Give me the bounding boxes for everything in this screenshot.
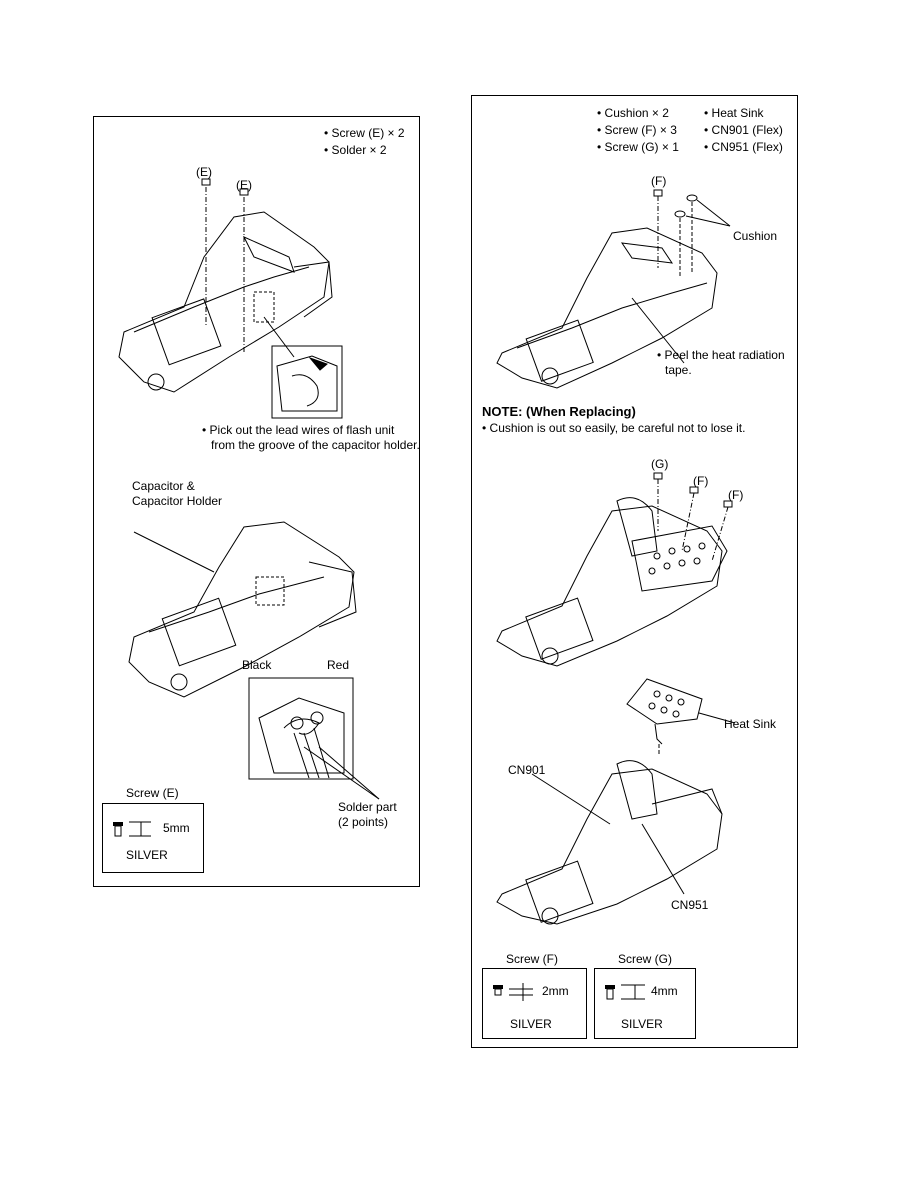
solder-label: (2 points) <box>338 815 389 829</box>
screw-finish: SILVER <box>621 1017 663 1031</box>
note-title: NOTE: (When Replacing) <box>482 404 636 419</box>
left-panel: • Screw (E) × 2 • Solder × 2 (E) (E) <box>93 116 420 887</box>
instruction-text: from the groove of the capacitor holder. <box>211 438 420 452</box>
solder-leader-lines <box>303 746 380 800</box>
lead-wire-detail-inset <box>271 345 343 419</box>
screw-icon <box>493 983 533 1001</box>
wire-red-label: Red <box>327 658 350 672</box>
screw-spec-box: 4mm SILVER <box>594 968 696 1039</box>
peel-instruction: tape. <box>665 363 692 377</box>
solder-detail-inset <box>248 677 354 780</box>
screw-label: (E) <box>196 165 212 179</box>
screw-icon <box>113 821 151 837</box>
screw-length: 5mm <box>163 821 190 835</box>
camera-illustration-connectors <box>496 760 723 925</box>
parts-list-item: • Heat Sink <box>704 106 764 120</box>
camera-illustration-heatsink-open <box>496 189 731 389</box>
camera-illustration-top <box>118 178 333 393</box>
screw-spec-title: Screw (E) <box>126 786 179 800</box>
parts-list-item: • Screw (E) × 2 <box>324 126 405 140</box>
screw-label: (G) <box>651 457 669 471</box>
parts-list-item: • CN951 (Flex) <box>704 140 783 154</box>
peel-instruction: • Peel the heat radiation <box>657 348 785 362</box>
note-text: • Cushion is out so easily, be careful n… <box>482 421 746 435</box>
parts-list-item: • CN901 (Flex) <box>704 123 783 137</box>
screw-label: (F) <box>651 174 667 188</box>
camera-illustration-screws <box>496 472 733 667</box>
heat-sink-label: Heat Sink <box>724 717 777 731</box>
cushion-label: Cushion <box>733 229 778 243</box>
screw-finish: SILVER <box>510 1017 552 1031</box>
parts-list-item: • Screw (G) × 1 <box>597 140 679 154</box>
heat-sink-part <box>626 678 703 754</box>
wire-black-label: Black <box>242 658 272 672</box>
instruction-text: • Pick out the lead wires of flash unit <box>202 423 395 437</box>
heat-sink-leader-line <box>698 712 736 724</box>
screw-length: 4mm <box>651 984 678 998</box>
screw-icon <box>605 984 645 1000</box>
screw-finish: SILVER <box>126 848 168 862</box>
screw-label: (F) <box>693 474 709 488</box>
screw-spec-title: Screw (G) <box>618 952 672 966</box>
parts-list-item: • Screw (F) × 3 <box>597 123 677 137</box>
inset-leader-line <box>263 316 295 358</box>
cn901-label: CN901 <box>508 763 546 777</box>
solder-label: Solder part <box>338 800 397 814</box>
parts-list-item: • Solder × 2 <box>324 143 387 157</box>
capacitor-label: Capacitor Holder <box>132 494 223 508</box>
screw-spec-box: 2mm SILVER <box>482 968 587 1039</box>
screw-label: (F) <box>728 488 744 502</box>
camera-illustration-bottom <box>128 521 357 698</box>
screw-spec-box: 5mm SILVER <box>102 803 204 873</box>
screw-length: 2mm <box>542 984 569 998</box>
cn951-label: CN951 <box>671 898 709 912</box>
capacitor-label: Capacitor & <box>132 479 195 493</box>
screw-spec-title: Screw (F) <box>506 952 558 966</box>
parts-list-item: • Cushion × 2 <box>597 106 669 120</box>
right-panel: • Cushion × 2 • Screw (F) × 3 • Screw (G… <box>471 95 798 1048</box>
